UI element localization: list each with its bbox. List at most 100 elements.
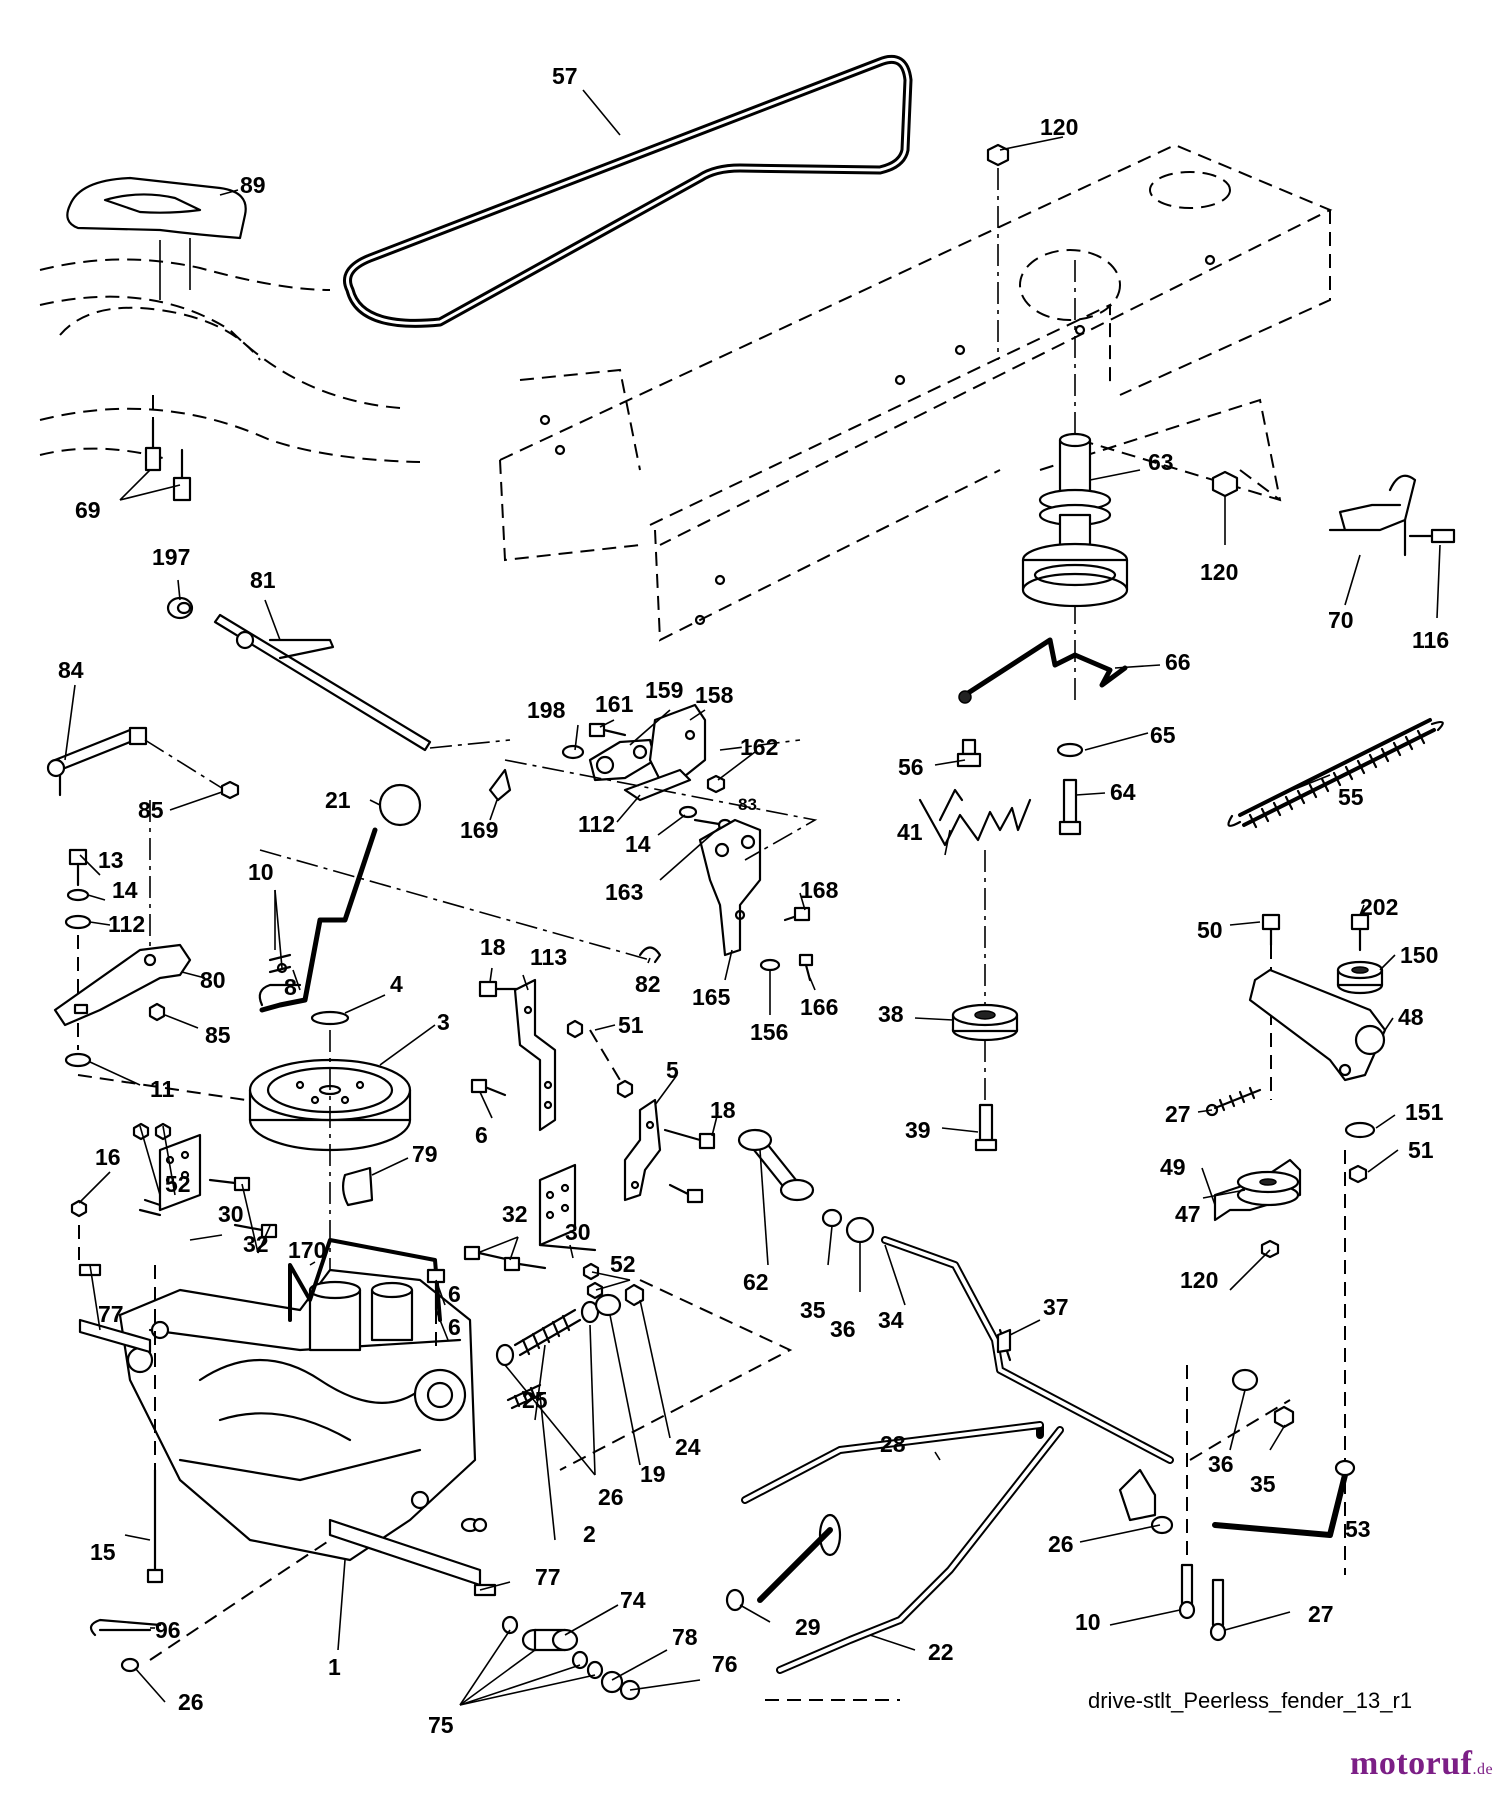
brand-name: motoruf xyxy=(1350,1745,1473,1782)
callout-52: 52 xyxy=(165,1171,191,1197)
callout-85: 85 xyxy=(205,1022,231,1048)
spacer-19 xyxy=(594,1293,622,1317)
callout-37: 37 xyxy=(1043,1294,1069,1320)
nut-120-bottom xyxy=(1260,1150,1346,1575)
bracket-37 xyxy=(996,1328,1012,1354)
callout-27: 27 xyxy=(1308,1601,1334,1627)
callout-2: 2 xyxy=(583,1521,596,1547)
plate-158 xyxy=(648,703,707,782)
callout-5: 5 xyxy=(666,1057,679,1083)
spring-25 xyxy=(513,1308,582,1357)
nut-120-right xyxy=(1211,469,1281,501)
screw-166 xyxy=(798,953,814,982)
callout-150: 150 xyxy=(1400,942,1438,968)
brand-tld: .de xyxy=(1472,1761,1494,1778)
callout-75: 75 xyxy=(428,1712,454,1738)
washer-36-left xyxy=(845,1216,875,1244)
washer-35-left xyxy=(821,1208,843,1228)
callout-169: 169 xyxy=(460,817,498,843)
callout-89: 89 xyxy=(240,172,266,198)
callout-32: 32 xyxy=(243,1231,269,1257)
callout-64: 64 xyxy=(1110,779,1136,805)
nut-16 xyxy=(70,1199,88,1260)
spring-2 xyxy=(506,1383,546,1410)
callout-96: 96 xyxy=(155,1617,181,1643)
callout-4: 4 xyxy=(390,971,403,997)
nut-51-middle xyxy=(566,1019,634,1099)
callout-51: 51 xyxy=(618,1012,644,1038)
callout-52: 52 xyxy=(610,1251,636,1277)
callout-10: 10 xyxy=(248,859,274,885)
callout-74: 74 xyxy=(620,1587,646,1613)
callout-69: 69 xyxy=(75,497,101,523)
washer-198 xyxy=(561,744,585,760)
link-112 xyxy=(623,768,692,802)
spacer-74 xyxy=(521,1628,579,1652)
drive-belt xyxy=(343,54,913,328)
callout-30: 30 xyxy=(218,1201,244,1227)
callout-14: 14 xyxy=(625,831,651,857)
bolt-168 xyxy=(783,906,811,922)
bolt-13 xyxy=(68,848,88,887)
clip-82 xyxy=(638,946,662,964)
callout-65: 65 xyxy=(1150,722,1176,748)
callout-26: 26 xyxy=(598,1484,624,1510)
callout-53: 53 xyxy=(1345,1516,1371,1542)
callout-labels: 57 120 89 69 63 120 70 116 197 81 84 66 … xyxy=(58,63,1449,1738)
callout-80: 80 xyxy=(200,967,226,993)
callout-79: 79 xyxy=(412,1141,438,1167)
idler-pulley-38 xyxy=(951,850,1019,1130)
callout-27: 27 xyxy=(1165,1101,1191,1127)
bolt-56 xyxy=(956,738,982,768)
engine-pulley-63 xyxy=(1021,260,1129,700)
callout-198: 198 xyxy=(527,697,566,723)
nuts-52-right xyxy=(582,1262,604,1300)
nut-85-bottom xyxy=(148,1002,166,1022)
rod-28 xyxy=(741,1421,1044,1603)
screws-10-top xyxy=(268,953,292,974)
bolt-18-right xyxy=(663,1128,716,1150)
callout-15: 15 xyxy=(90,1539,116,1565)
callout-120: 120 xyxy=(1180,1267,1218,1293)
callout-159: 159 xyxy=(645,677,683,703)
spacer-29 xyxy=(725,1588,745,1612)
callout-11: 11 xyxy=(150,1076,175,1102)
callout-22: 22 xyxy=(928,1639,954,1665)
callout-62: 62 xyxy=(743,1269,769,1295)
callout-16: 16 xyxy=(95,1144,121,1170)
callout-14: 14 xyxy=(112,877,138,903)
bolt-6-left xyxy=(470,1078,507,1097)
callout-55: 55 xyxy=(1338,784,1364,810)
callout-70: 70 xyxy=(1328,607,1354,633)
bushing-150 xyxy=(1336,960,1384,995)
bolt-202 xyxy=(1350,913,1370,952)
bolt-64 xyxy=(1058,778,1082,836)
spring-55 xyxy=(1227,718,1444,829)
callout-6: 6 xyxy=(475,1122,488,1148)
callout-30: 30 xyxy=(565,1219,591,1245)
callout-57: 57 xyxy=(552,63,578,89)
callout-39: 39 xyxy=(905,1117,931,1143)
callout-162: 162 xyxy=(740,734,778,760)
callout-1: 1 xyxy=(328,1654,341,1680)
callout-81: 81 xyxy=(250,567,276,593)
callout-168: 168 xyxy=(800,877,839,903)
callout-26: 26 xyxy=(1048,1531,1074,1557)
nut-51-right xyxy=(1348,1164,1368,1184)
washer-156 xyxy=(759,958,781,972)
knob-21 xyxy=(378,783,422,827)
callout-156: 156 xyxy=(750,1019,788,1045)
bushing-197 xyxy=(166,596,194,620)
bracket-159 xyxy=(588,738,657,782)
fender-knob xyxy=(66,176,247,300)
callout-56: 56 xyxy=(898,754,924,780)
brand-logo[interactable]: motoruf.de xyxy=(1350,1745,1493,1783)
bracket-165 xyxy=(698,818,762,957)
idler-arm-48 xyxy=(1248,968,1387,1082)
callout-10: 10 xyxy=(1075,1609,1101,1635)
plate-30-right xyxy=(538,1163,597,1252)
nut-162 xyxy=(706,774,726,794)
leader-lines xyxy=(64,89,1441,1706)
wire-66 xyxy=(958,637,1128,704)
